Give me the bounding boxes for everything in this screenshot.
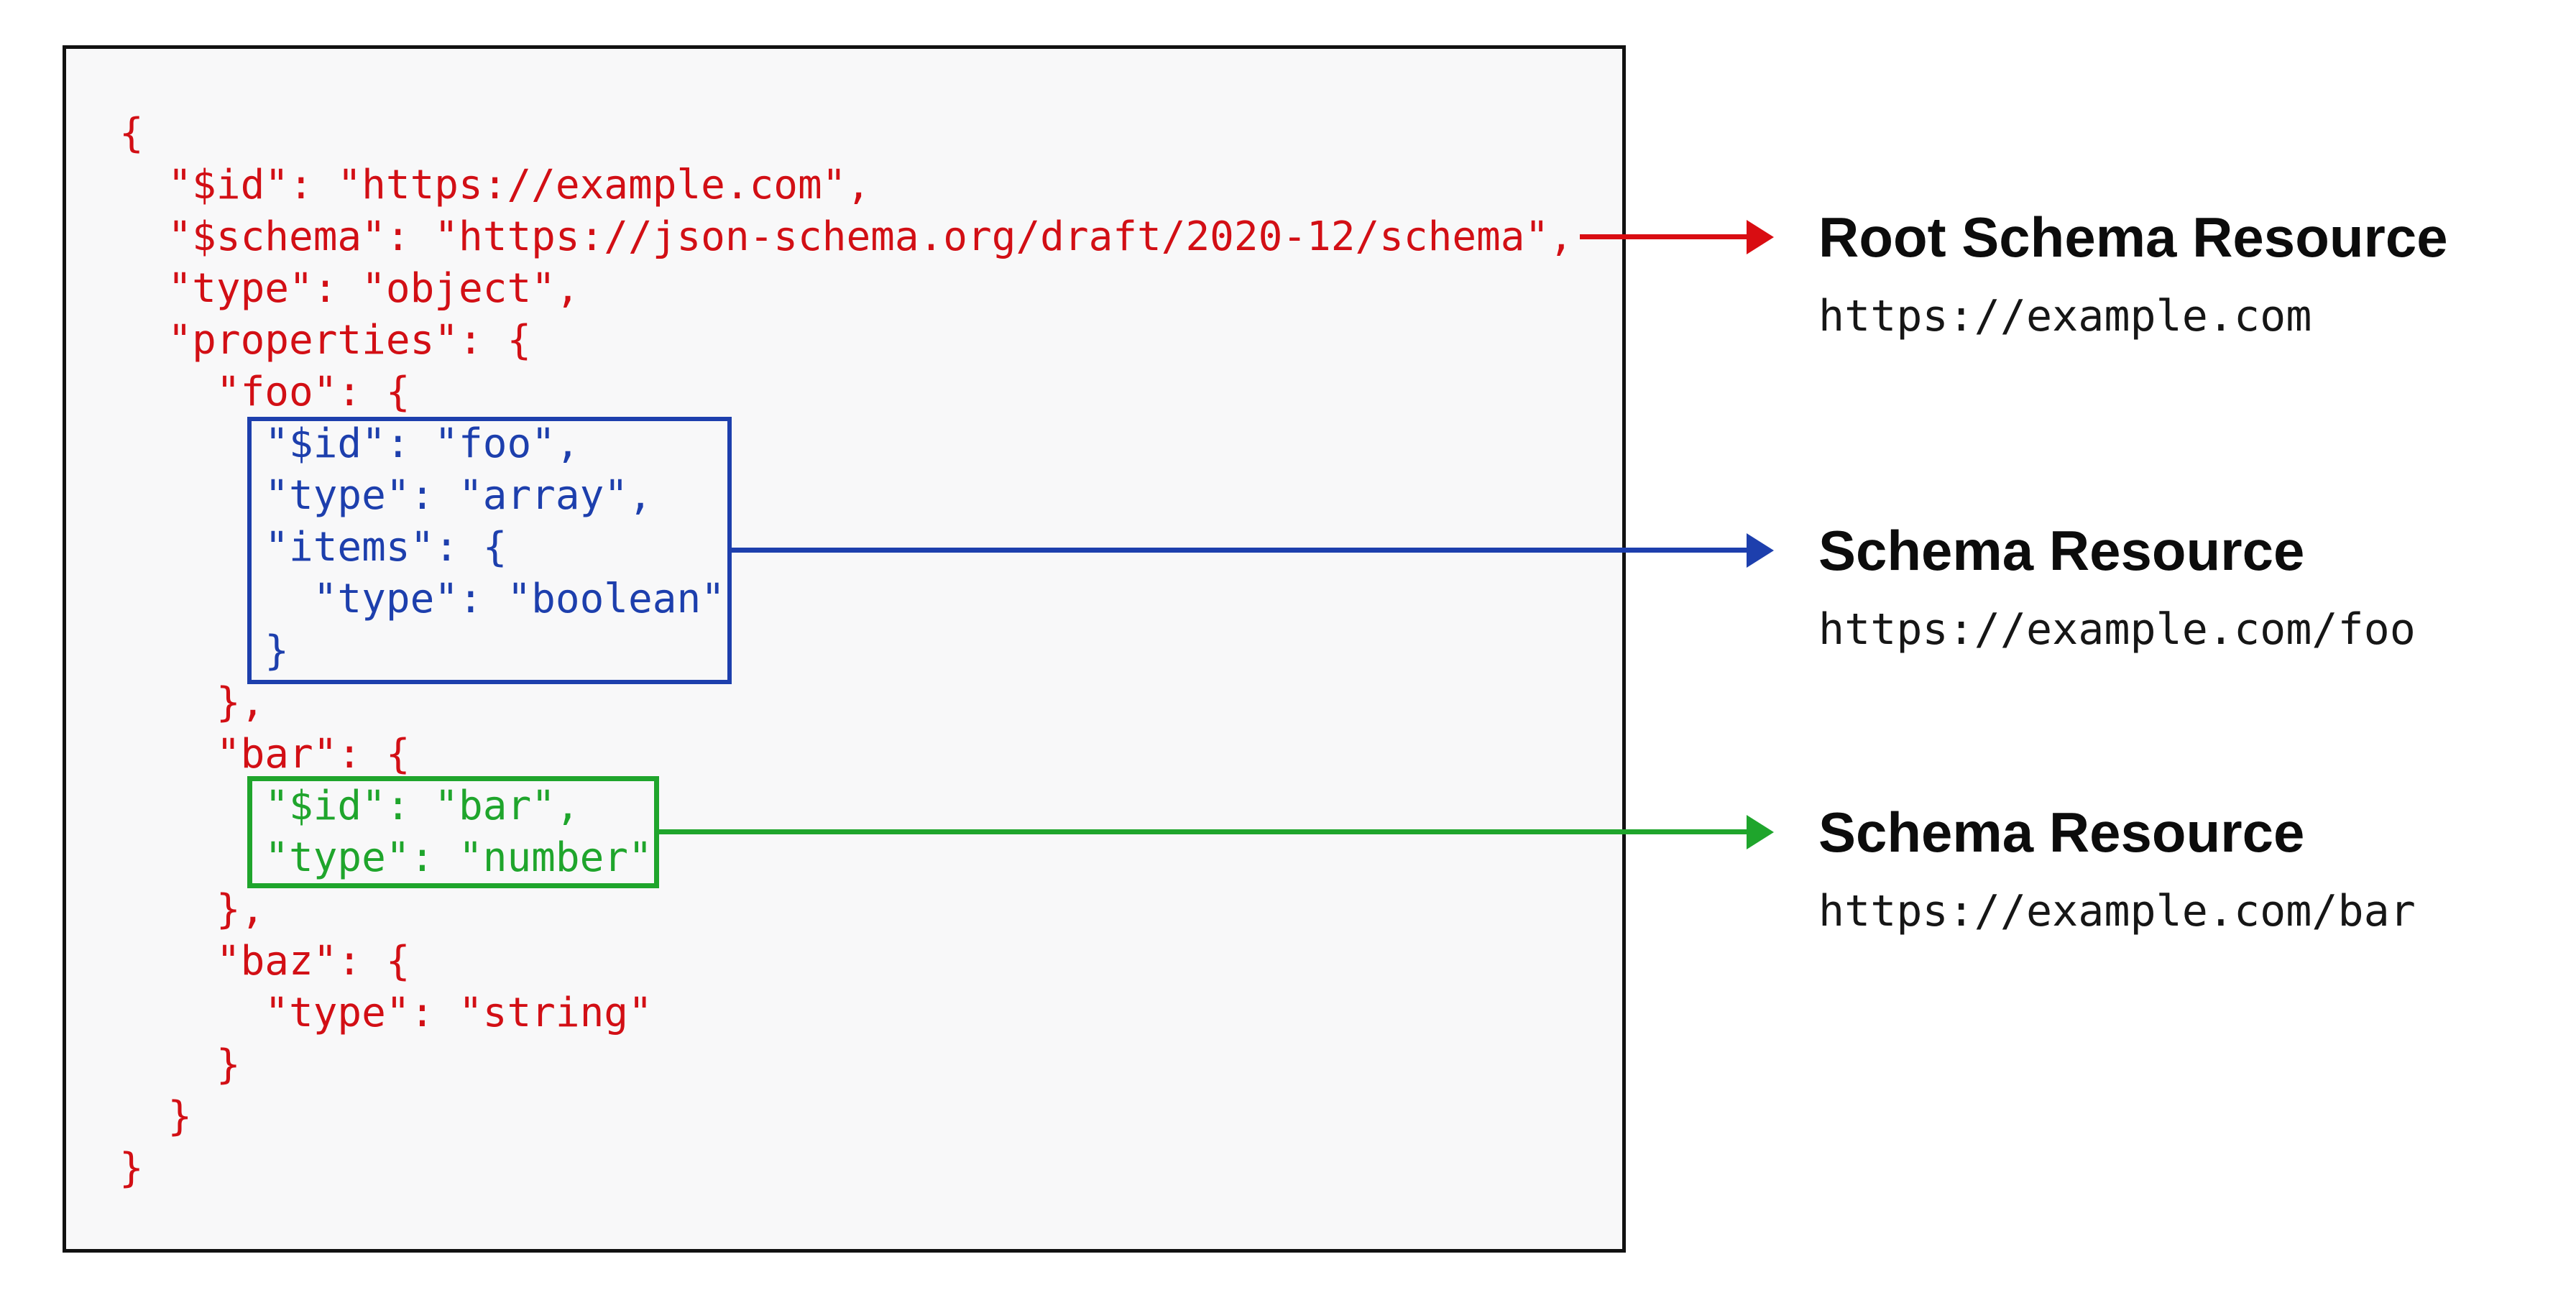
foo-schema-url: https://example.com/foo	[1818, 604, 2416, 655]
code-line: "$id": "https://example.com",	[119, 162, 871, 208]
bar-schema-label-group: Schema Resource https://example.com/bar	[1818, 799, 2416, 937]
bar-schema-arrowhead-icon	[1747, 815, 1774, 849]
code-line: "type": "string"	[119, 990, 653, 1036]
code-line: }	[119, 627, 290, 674]
code-line: "type": "object",	[119, 265, 580, 312]
root-schema-arrow	[1580, 234, 1748, 239]
code-line: "$schema": "https://json-schema.org/draf…	[119, 213, 1573, 260]
bar-schema-url: https://example.com/bar	[1818, 886, 2416, 936]
code-line: "$id": "foo",	[119, 420, 580, 467]
root-schema-label-group: Root Schema Resource https://example.com	[1818, 204, 2448, 342]
schema-code-panel: { "$id": "https://example.com", "$schema…	[63, 45, 1626, 1253]
json-code-block: { "$id": "https://example.com", "$schema…	[119, 108, 1573, 1194]
code-line: }	[119, 1093, 193, 1140]
root-schema-arrowhead-icon	[1747, 220, 1774, 254]
foo-schema-arrow	[732, 548, 1748, 553]
bar-schema-title: Schema Resource	[1818, 801, 2305, 864]
foo-schema-title: Schema Resource	[1818, 519, 2305, 582]
code-line: "items": {	[119, 524, 507, 571]
root-schema-url: https://example.com	[1818, 291, 2312, 341]
code-line: "baz": {	[119, 938, 410, 985]
foo-schema-highlight-box	[247, 417, 732, 684]
code-line: {	[119, 110, 144, 157]
root-schema-title: Root Schema Resource	[1818, 206, 2448, 269]
code-line: },	[119, 886, 265, 933]
code-line: "type": "boolean"	[119, 576, 725, 622]
code-line: "$id": "bar",	[119, 783, 580, 829]
bar-schema-highlight-box	[247, 776, 659, 888]
code-line: },	[119, 679, 265, 726]
code-line: "bar": {	[119, 731, 410, 778]
code-line: "properties": {	[119, 317, 532, 364]
foo-schema-label-group: Schema Resource https://example.com/foo	[1818, 517, 2416, 655]
code-line: "foo": {	[119, 369, 410, 415]
code-line: }	[119, 1145, 144, 1192]
code-line: }	[119, 1041, 241, 1088]
foo-schema-arrowhead-icon	[1747, 533, 1774, 568]
code-line: "type": "array",	[119, 472, 653, 519]
code-line: "type": "number"	[119, 834, 653, 881]
bar-schema-arrow	[659, 829, 1748, 834]
